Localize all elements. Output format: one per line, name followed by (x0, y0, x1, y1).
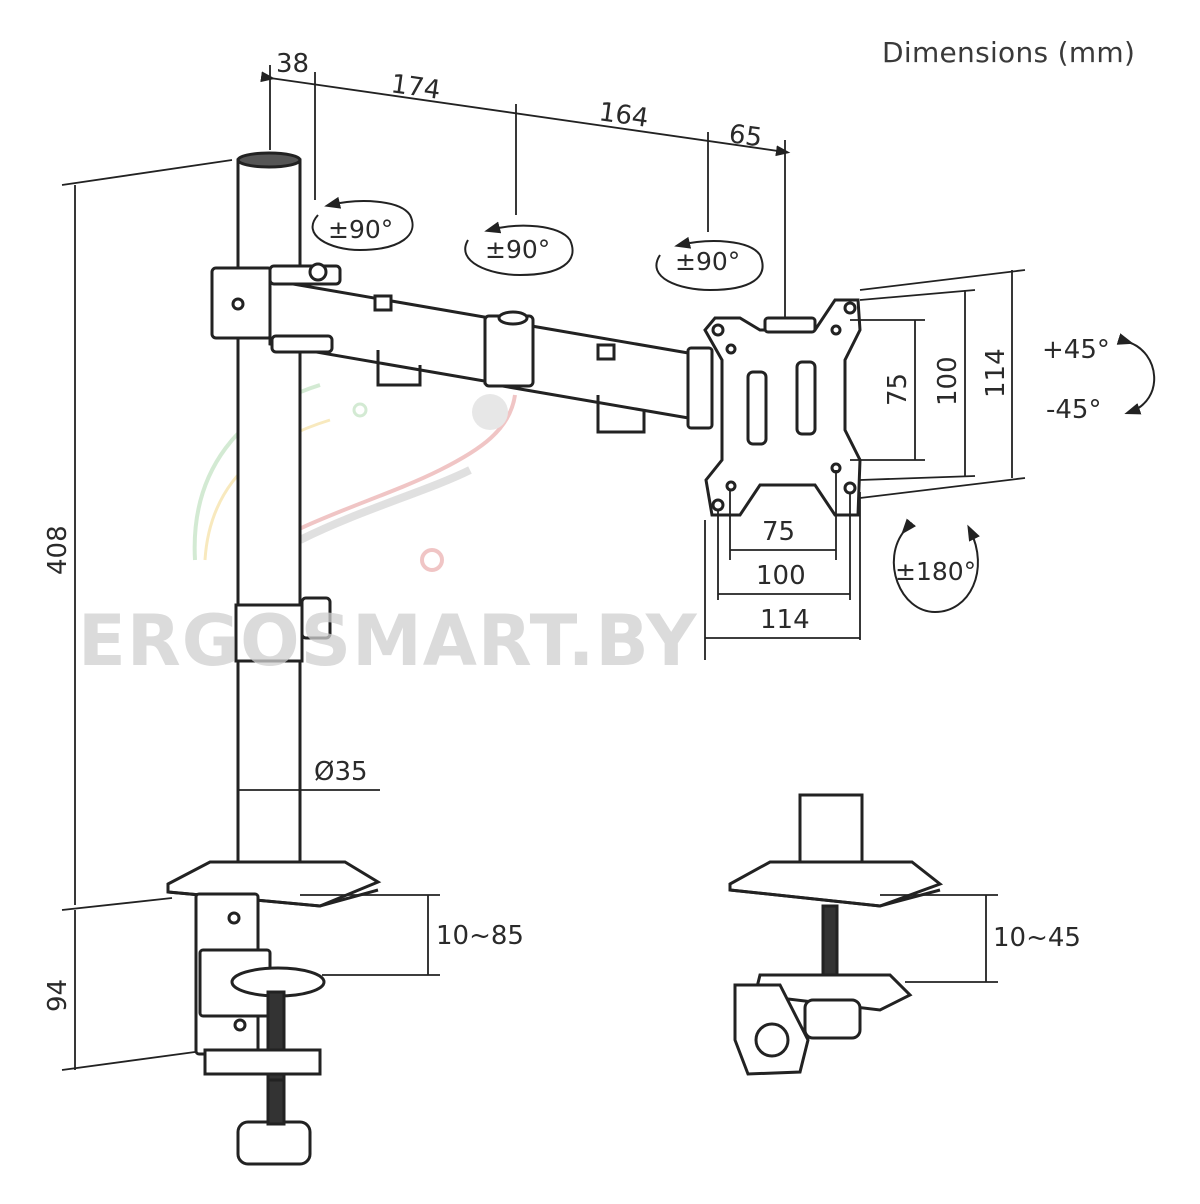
rotate-180-icon (892, 518, 980, 614)
dim-grommet-range: 10~45 (993, 923, 1081, 953)
dim-clamp-range: 10~85 (436, 921, 524, 951)
dim-174: 174 (389, 69, 442, 106)
angle-arm3: ±90° (675, 247, 740, 276)
dim-clamp-94: 94 (43, 979, 73, 1012)
rotation-arrows (311, 196, 1156, 614)
vesa-plate (703, 298, 862, 517)
diagram-title: Dimensions (mm) (882, 36, 1136, 69)
dim-65: 65 (727, 119, 764, 153)
dim-vesa-v100: 100 (933, 356, 963, 406)
watermark-text: ERGOSMART.BY (78, 600, 698, 682)
arm1-rotate-icon (311, 196, 414, 252)
dim-164: 164 (597, 97, 650, 134)
dim-height-408: 408 (43, 525, 73, 575)
angle-arm2: ±90° (485, 235, 550, 264)
arm3-rotate-icon (655, 236, 764, 292)
angle-tilt-up: +45° (1042, 335, 1110, 365)
tilt-icon (1116, 333, 1156, 415)
dimension-lines (61, 65, 1026, 1071)
angle-rotate: ±180° (895, 557, 976, 586)
dim-pole-diameter: Ø35 (314, 757, 368, 787)
angle-arm1: ±90° (328, 215, 393, 244)
angle-tilt-down: -45° (1046, 395, 1101, 425)
desk-clamp (166, 860, 382, 1166)
grommet-clamp (728, 793, 944, 1076)
dim-vesa-h114: 114 (760, 605, 810, 635)
arm2-rotate-icon (464, 221, 574, 277)
dim-vesa-h75: 75 (762, 517, 795, 547)
dim-38: 38 (276, 49, 309, 79)
dim-vesa-h100: 100 (756, 561, 806, 591)
arm (210, 262, 714, 434)
dim-vesa-v114: 114 (981, 348, 1011, 398)
dim-vesa-v75: 75 (883, 373, 913, 406)
